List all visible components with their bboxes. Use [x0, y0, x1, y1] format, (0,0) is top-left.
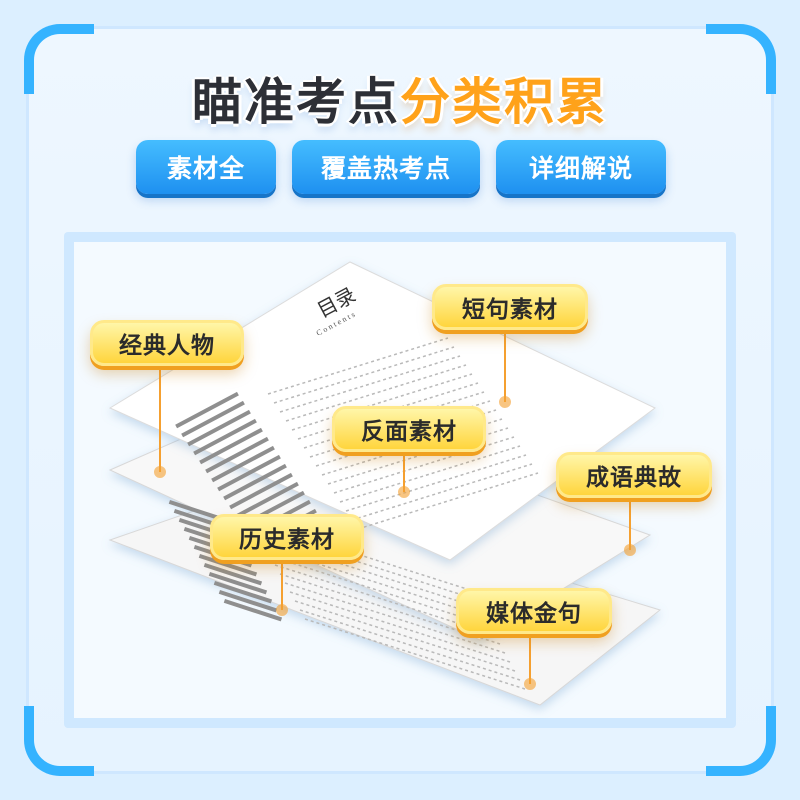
- text-mark: [213, 581, 273, 604]
- feature-pill-hot-topics: 覆盖热考点: [292, 140, 480, 194]
- text-mark: [199, 427, 263, 465]
- callout-history: 历史素材: [210, 514, 364, 560]
- text-mark: [175, 391, 239, 429]
- corner-decoration: [24, 24, 94, 94]
- text-line: [285, 364, 467, 422]
- text-line: [304, 618, 526, 690]
- corner-decoration: [706, 24, 776, 94]
- text-mark: [203, 563, 263, 586]
- corner-decoration: [24, 706, 94, 776]
- text-line: [269, 555, 491, 627]
- text-mark: [218, 590, 278, 613]
- text-line: [267, 337, 449, 395]
- text-mark: [208, 572, 268, 595]
- text-line: [297, 382, 479, 440]
- text-mark: [223, 599, 283, 622]
- headline: 瞄准考点分类积累: [0, 62, 800, 134]
- text-mark: [198, 554, 258, 577]
- text-line: [273, 346, 455, 404]
- text-line: [289, 591, 511, 663]
- callout-classic-figures: 经典人物: [90, 320, 244, 366]
- feature-pill-explanation: 详细解说: [496, 140, 666, 194]
- callout-idioms: 成语典故: [556, 452, 712, 498]
- text-line: [291, 373, 473, 431]
- text-line: [299, 609, 521, 681]
- callout-counter-examples: 反面素材: [332, 406, 486, 452]
- text-mark: [211, 445, 275, 483]
- text-mark: [168, 500, 228, 523]
- callout-leaders: [154, 328, 636, 690]
- text-line: [284, 582, 506, 654]
- text-mark: [223, 463, 287, 501]
- feature-pill-complete: 素材全: [136, 140, 276, 194]
- callout-media-quotes: 媒体金句: [456, 588, 612, 634]
- text-line: [351, 463, 533, 521]
- text-mark: [229, 472, 293, 510]
- text-line: [333, 436, 515, 494]
- text-line: [294, 600, 516, 672]
- text-mark: [187, 409, 251, 447]
- headline-part-dark: 瞄准考点: [192, 73, 400, 131]
- text-mark: [217, 454, 281, 492]
- text-mark: [181, 400, 245, 438]
- headline-part-orange: 分类积累: [400, 73, 608, 131]
- text-mark: [205, 436, 269, 474]
- text-mark: [235, 481, 299, 519]
- text-mark: [193, 418, 257, 456]
- text-line: [279, 355, 461, 413]
- text-line: [357, 472, 539, 530]
- corner-decoration: [706, 706, 776, 776]
- callout-short-sentences: 短句素材: [432, 284, 588, 330]
- text-line: [339, 445, 521, 503]
- text-line: [345, 454, 527, 512]
